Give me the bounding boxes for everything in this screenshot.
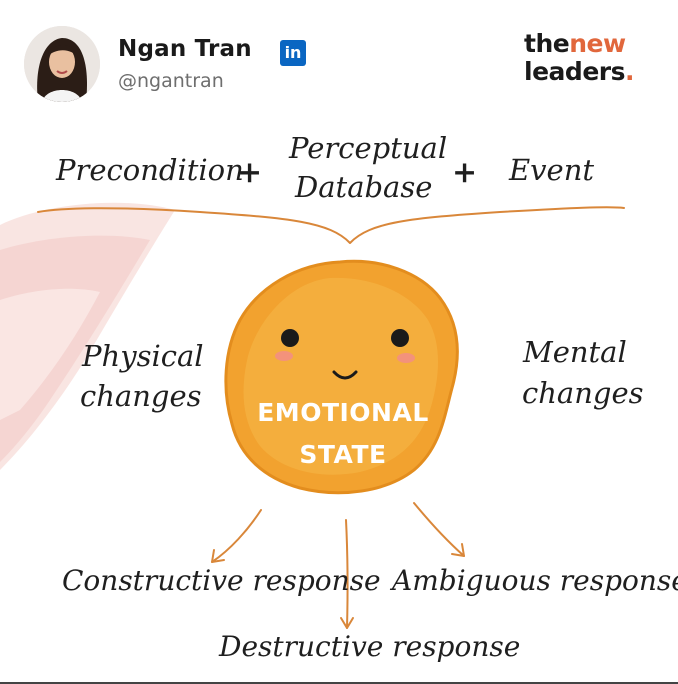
linkedin-icon[interactable]: in <box>280 40 306 66</box>
left-eye <box>281 329 299 347</box>
center-label-line2: STATE <box>299 440 386 469</box>
plus-sign-1: + <box>237 155 262 190</box>
output-constructive: Constructive response <box>62 564 381 597</box>
brand-dot: . <box>625 57 635 86</box>
curly-brace <box>37 206 625 244</box>
arrow-constructive <box>211 509 262 563</box>
emotional-state-blob: EMOTIONAL STATE <box>224 259 459 495</box>
left-blush <box>275 351 293 361</box>
right-blush <box>397 353 415 363</box>
bottom-divider <box>0 682 678 684</box>
mental-changes-line2: changes <box>522 376 644 410</box>
avatar[interactable] <box>24 26 100 102</box>
brand-logo-line2: leaders. <box>524 58 634 86</box>
brand-word: leaders <box>524 57 625 86</box>
author-handle[interactable]: @ngantran <box>118 70 224 92</box>
brand-logo-line1: thenew <box>524 30 634 58</box>
smile <box>332 370 358 380</box>
output-ambiguous: Ambiguous response <box>389 564 678 597</box>
input-perceptual-line1: Perceptual <box>288 131 447 165</box>
author-name[interactable]: Ngan Tran <box>118 36 252 62</box>
brand-accent: new <box>569 29 626 58</box>
arrow-ambiguous <box>413 502 465 557</box>
brand-logo: thenew leaders. <box>524 30 634 86</box>
output-destructive: Destructive response <box>218 630 520 663</box>
mental-changes-line1: Mental <box>522 335 627 369</box>
input-precondition: Precondition <box>55 153 244 187</box>
center-label-line1: EMOTIONAL <box>257 398 429 427</box>
physical-changes-line2: changes <box>80 379 202 413</box>
profile-photo-icon <box>24 26 100 102</box>
arrow-destructive <box>340 519 354 629</box>
plus-sign-2: + <box>452 155 477 190</box>
input-perceptual-line2: Database <box>294 170 432 204</box>
input-event: Event <box>508 153 594 187</box>
brand-prefix: the <box>524 29 570 58</box>
right-eye <box>391 329 409 347</box>
physical-changes-line1: Physical <box>81 339 204 373</box>
